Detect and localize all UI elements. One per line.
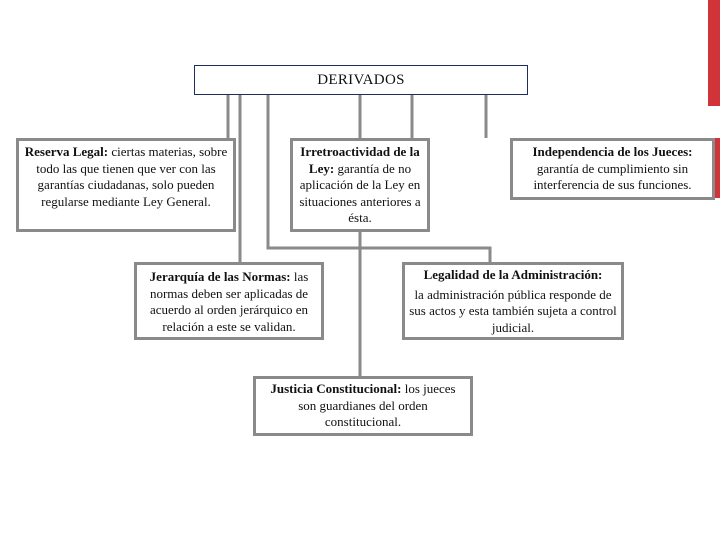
accent-bar-top (708, 0, 720, 106)
node-text: los jueces son guardianes del orden cons… (298, 381, 456, 429)
root-label: DERIVADOS (317, 71, 405, 88)
node-legalidad: Legalidad de la Administración: la admin… (402, 262, 624, 340)
node-title: Legalidad de la Administración: (423, 267, 603, 282)
node-text: ciertas materias, sobre todo las que tie… (36, 144, 228, 209)
root-node-derivados: DERIVADOS (194, 65, 528, 95)
node-text: garantía de no aplicación de la Ley en s… (299, 160, 421, 226)
node-independencia: Independencia de los Jueces: garantía de… (510, 138, 715, 200)
node-title: Independencia de los Jueces: (532, 144, 693, 159)
node-title: Irretroactividad de la Ley: (300, 144, 420, 176)
node-title: Justicia Constitucional: (270, 381, 402, 396)
connector-legalidad (266, 95, 492, 262)
node-jerarquia: Jerarquía de las Normas: las normas debe… (134, 262, 324, 340)
node-title: Jerarquía de las Normas: (149, 269, 291, 284)
node-title: Reserva Legal: (24, 144, 109, 159)
node-reserva-legal: Reserva Legal: ciertas materias, sobre t… (16, 138, 236, 232)
node-text: la administración pública responde de su… (409, 286, 617, 335)
node-justicia: Justicia Constitucional: los jueces son … (253, 376, 473, 436)
node-text: garantía de cumplimiento sin interferenc… (533, 160, 692, 193)
node-text: las normas deben ser aplicadas de acuerd… (149, 269, 309, 334)
node-irretroactividad: Irretroactividad de la Ley: garantía de … (290, 138, 430, 232)
